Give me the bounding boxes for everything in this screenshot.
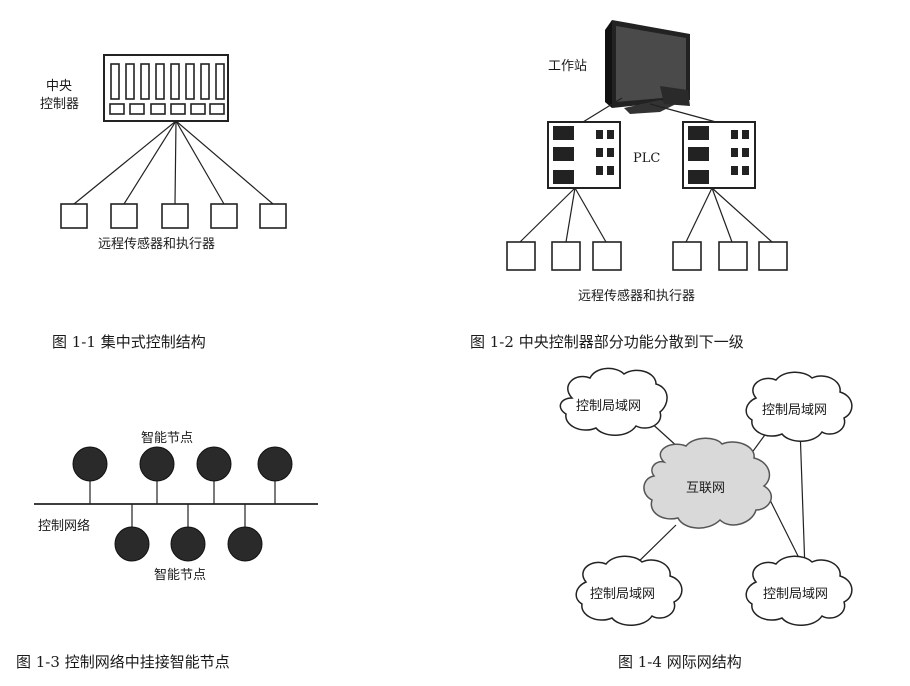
figure-1-2-caption: 图 1-2 中央控制器部分功能分散到下一级 (470, 333, 744, 351)
cloud-internet (643, 437, 773, 529)
plc-label: PLC (633, 151, 660, 166)
internet-label: 互联网 (686, 481, 725, 496)
cloud-bottom-right (745, 555, 853, 626)
plc-right (682, 121, 756, 189)
remote-devices-fig2 (506, 241, 788, 271)
remote-devices (60, 203, 287, 229)
figure-1-4-caption: 图 1-4 网际网结构 (618, 653, 742, 671)
devices-label-fig2: 远程传感器和执行器 (578, 288, 695, 304)
figure-1-1-caption: 图 1-1 集中式控制结构 (52, 333, 206, 351)
top-nodes-label: 智能节点 (141, 431, 193, 446)
cloud-top-left (559, 367, 668, 436)
workstation-label: 工作站 (548, 59, 587, 74)
bottom-nodes-label: 智能节点 (154, 568, 206, 583)
figure-1-2: 工作站 PLC (470, 20, 788, 351)
workstation-icon (605, 20, 690, 114)
lan-bottom-right-label: 控制局域网 (763, 587, 828, 602)
lan-top-right-label: 控制局域网 (762, 403, 827, 418)
lan-top-left-label: 控制局域网 (576, 399, 641, 414)
cloud-top-right (745, 371, 853, 442)
figure-1-1: 中央 控制器 远程传感器和执行器 图 1-1 集中式控制结构 (40, 54, 287, 351)
control-network-label: 控制网络 (38, 518, 90, 534)
controller-label-line2: 控制器 (40, 97, 79, 112)
lan-bottom-left-label: 控制局域网 (590, 587, 655, 602)
central-controller (103, 54, 229, 122)
node-drop-lines (89, 480, 276, 528)
figure-1-3-caption: 图 1-3 控制网络中挂接智能节点 (16, 653, 230, 671)
plc-links (519, 187, 773, 243)
figure-1-3: 智能节点 控制网络 智能节点 图 1-3 控制网络中挂接智能节点 (16, 431, 318, 671)
controller-label-line1: 中央 (46, 79, 72, 94)
plc-left (547, 121, 621, 189)
smart-nodes (72, 446, 293, 562)
cloud-bottom-left (575, 555, 683, 626)
controller-links (73, 120, 274, 205)
workstation-links (582, 97, 717, 123)
figure-1-4: 控制局域网 控制局域网 互联网 控制局域网 控制局域网 图 1-4 网际网结构 (559, 367, 853, 671)
devices-label: 远程传感器和执行器 (98, 236, 215, 252)
